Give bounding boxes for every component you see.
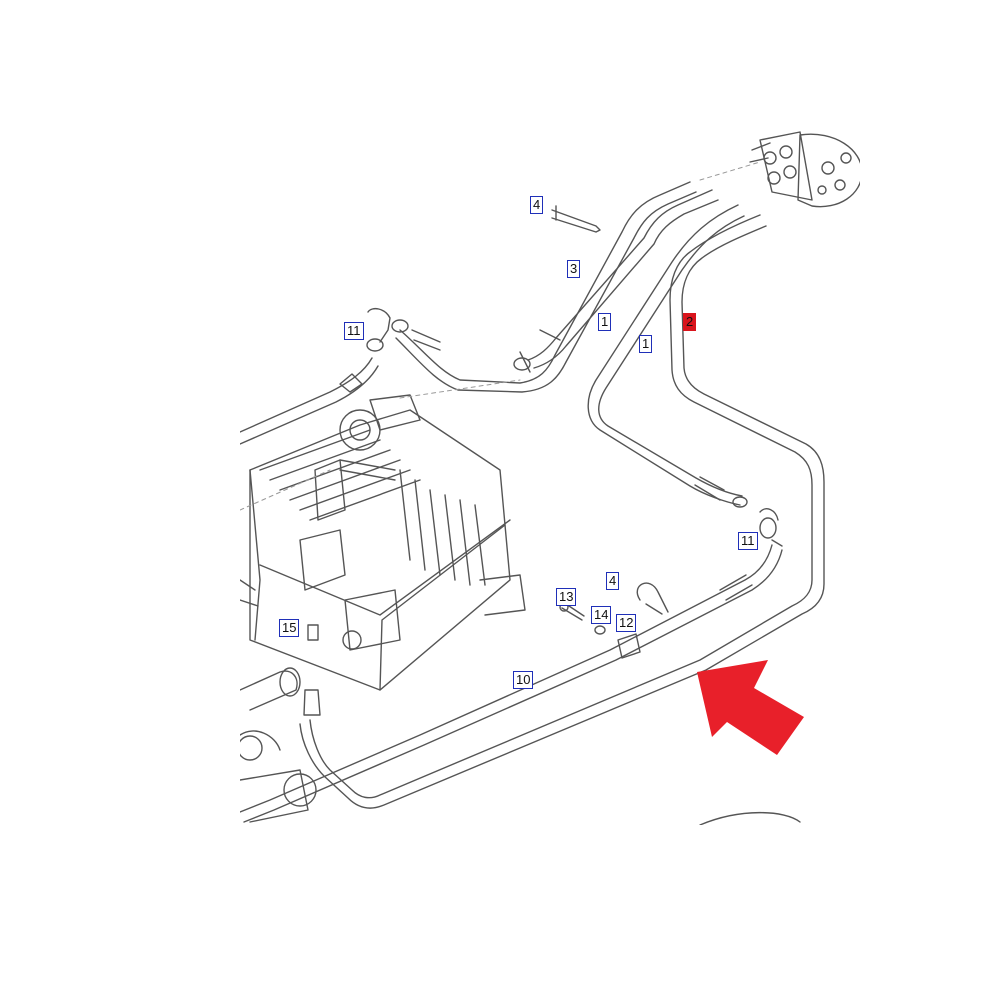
steering-valve [749, 131, 860, 208]
callout-2-highlighted: 2 [683, 313, 697, 331]
callout-14: 14 [591, 606, 612, 624]
hose-1-lower [587, 204, 748, 508]
arrow-pointer-icon [697, 660, 804, 755]
callout-4-cable-tie: 4 [606, 572, 620, 590]
clamp-part-12 [617, 633, 641, 659]
callout-3: 3 [567, 260, 581, 278]
hose-3 [513, 189, 719, 373]
callout-15: 15 [279, 619, 300, 637]
hose-2 [299, 214, 825, 809]
callout-10: 10 [513, 671, 534, 689]
callout-13: 13 [556, 588, 577, 606]
pin-part-4 [551, 205, 601, 233]
callout-11-left: 11 [344, 322, 364, 340]
nut-part-14 [594, 625, 606, 635]
hose-10 [240, 508, 783, 823]
callout-11-right: 11 [738, 532, 758, 550]
elbow-fitting-left [240, 307, 441, 445]
pump-unit [240, 394, 526, 691]
callout-4-top: 4 [530, 196, 544, 214]
callout-1-upper: 1 [598, 313, 612, 331]
hose-1-upper [395, 181, 697, 393]
cable-tie-part-4 [636, 582, 669, 615]
callout-1-lower: 1 [639, 335, 653, 353]
lower-fittings [240, 624, 801, 825]
assembly-guides [240, 161, 761, 511]
callout-12: 12 [616, 614, 637, 632]
